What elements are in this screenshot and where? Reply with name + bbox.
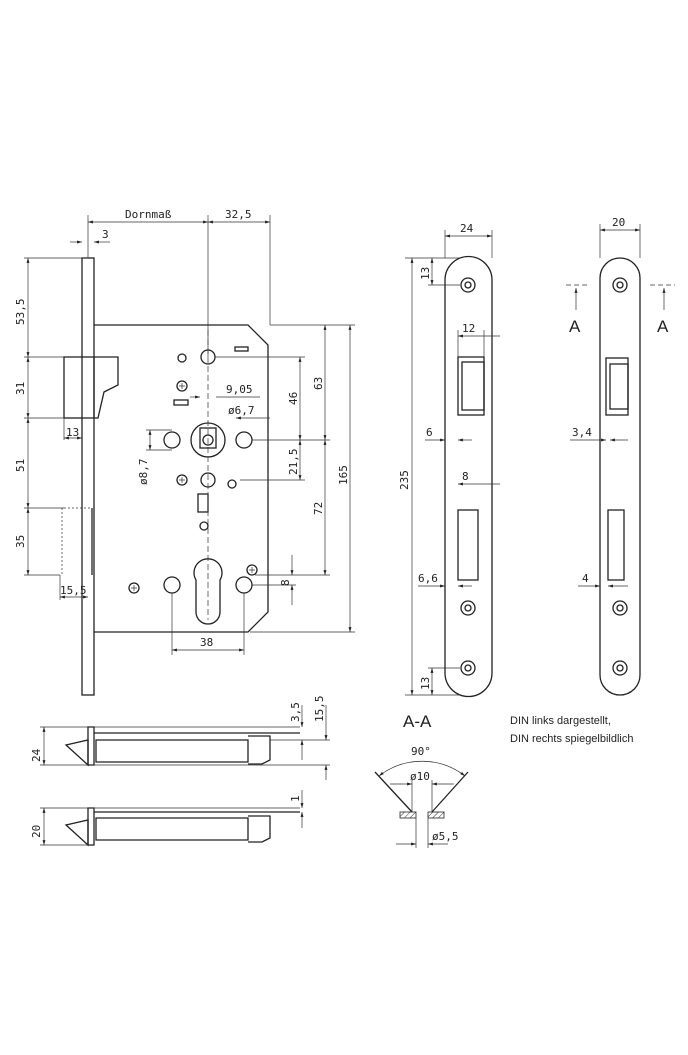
- lock-case: [94, 324, 269, 633]
- dim-24-side: 24: [30, 748, 43, 762]
- dim-32-5: 32,5: [225, 208, 252, 221]
- dim-1: 1: [289, 795, 302, 802]
- dim-diameter-10: ø10: [410, 770, 430, 783]
- faceplate-2-view: 20 A A 3,4 4: [566, 216, 675, 696]
- dim-72: 72: [312, 502, 325, 515]
- dim-51: 51: [14, 459, 27, 472]
- dim-13-top: 13: [419, 267, 432, 280]
- dim-165: 165: [337, 465, 350, 485]
- dim-3-5: 3,5: [289, 702, 302, 722]
- section-mark-right: A: [657, 317, 669, 336]
- dim-20: 20: [612, 216, 625, 229]
- dim-235: 235: [398, 470, 411, 490]
- front-view: Dornmaß 32,5 3 53,5 31 51 35 13 15,5 9,0…: [14, 208, 355, 696]
- dim-12: 12: [462, 322, 475, 335]
- dim-angle: 90°: [411, 745, 431, 758]
- dim-21-5: 21,5: [287, 449, 300, 476]
- dim-38: 38: [200, 636, 213, 649]
- dim-3: 3: [102, 228, 109, 241]
- latch-bevel: [94, 356, 119, 419]
- section-title: A-A: [403, 712, 432, 731]
- dim-4: 4: [582, 572, 589, 585]
- dim-53-5: 53,5: [14, 299, 27, 326]
- top-view-20: 20 1: [30, 790, 304, 847]
- cylinder-cutout: [193, 558, 223, 625]
- dim-15-5-side: 15,5: [313, 696, 326, 723]
- dim-63: 63: [312, 377, 325, 390]
- latch: [63, 356, 95, 419]
- dim-15-5: 15,5: [60, 584, 87, 597]
- dim-35: 35: [14, 535, 27, 548]
- dim-8-7: ø8,7: [137, 459, 150, 486]
- dim-9-05: 9,05: [226, 383, 253, 396]
- faceplate-1-view: 24 13 12 6 8 6,6 13 235: [398, 222, 500, 698]
- dim-6-7: ø6,7: [228, 404, 255, 417]
- dim-6-6: 6,6: [418, 572, 438, 585]
- note-line-1: DIN links dargestellt,: [510, 715, 611, 727]
- dim-3-4: 3,4: [572, 426, 592, 439]
- faceplate: [81, 257, 95, 696]
- dim-diameter-5-5: ø5,5: [432, 830, 459, 843]
- dim-31: 31: [14, 382, 27, 395]
- dim-8: 8: [462, 470, 469, 483]
- section-a-a: A-A 90° ø10 ø5,5: [374, 712, 469, 848]
- dim-13: 13: [66, 426, 79, 439]
- dim-24: 24: [460, 222, 474, 235]
- dim-46: 46: [287, 392, 300, 405]
- dim-13-bottom: 13: [419, 677, 432, 690]
- section-mark-left: A: [569, 317, 581, 336]
- dim-8: 8: [279, 579, 292, 586]
- top-view-24: 24 3,5 15,5: [30, 696, 330, 780]
- note-line-2: DIN rechts spiegelbildlich: [510, 733, 634, 745]
- dim-20-side: 20: [30, 825, 43, 838]
- dim-6: 6: [426, 426, 433, 439]
- dim-dornmass: Dornmaß: [125, 208, 172, 221]
